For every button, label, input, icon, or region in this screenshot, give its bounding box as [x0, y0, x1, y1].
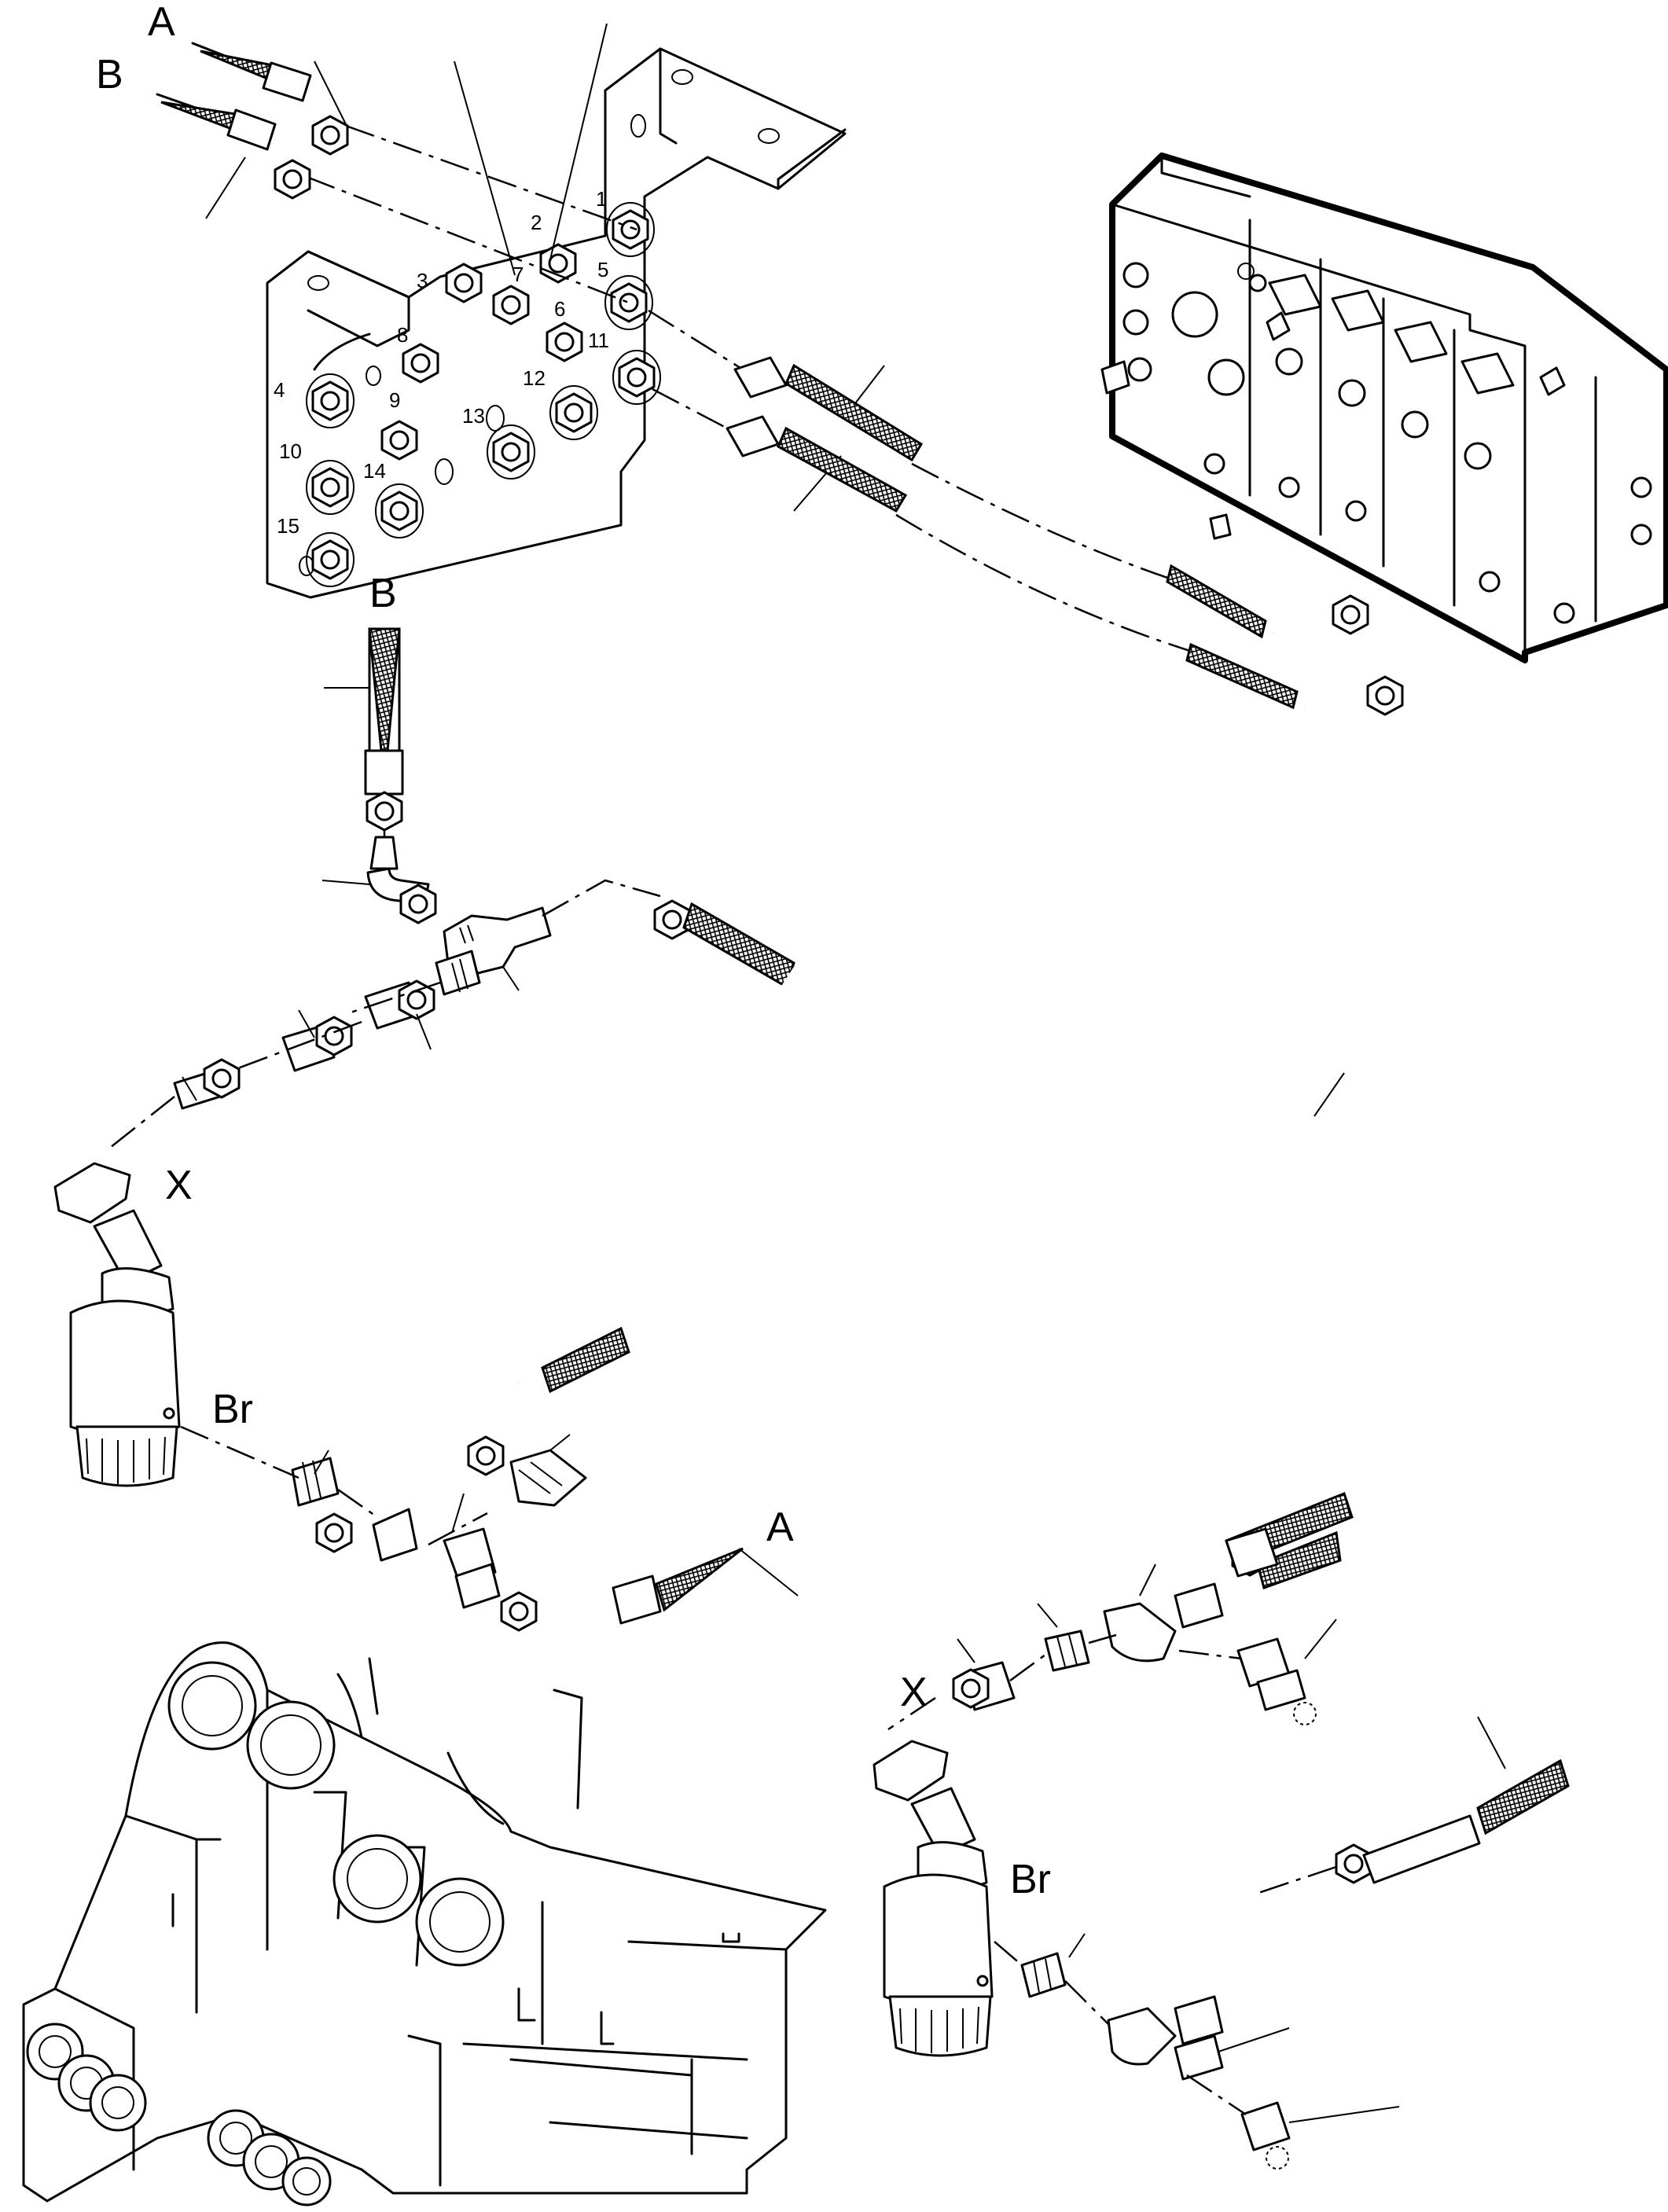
label-a-mid: A: [766, 1505, 794, 1550]
port-label-3: 3: [417, 269, 428, 292]
port-label-10: 10: [279, 439, 302, 463]
reference-labels: A B B X Br A X Br: [96, 0, 1051, 1902]
port-label-13: 13: [462, 404, 485, 428]
pressure-switch-right: [873, 1740, 994, 2057]
long-hose: [653, 899, 1586, 1597]
loader-frame: [22, 1641, 827, 2206]
label-b-top: B: [96, 52, 123, 97]
port-label-7: 7: [513, 263, 524, 286]
fittings-lower-left: [180, 1425, 799, 1647]
port-label-15: 15: [277, 514, 299, 538]
fittings-bottom-right: [994, 1933, 1400, 2170]
port-label-8: 8: [397, 323, 408, 347]
label-br-left: Br: [212, 1387, 253, 1432]
label-br-right: Br: [1010, 1857, 1051, 1902]
port-label-11: 11: [588, 329, 609, 352]
mounting-plate: [266, 47, 847, 599]
port-label-9: 9: [389, 388, 400, 412]
hoses-plate-to-valve: [648, 309, 1404, 742]
tee-fitting-upper: [109, 879, 661, 1148]
port-label-12: 12: [523, 366, 546, 390]
pressure-switch-left: [53, 1162, 181, 1487]
port-label-4: 4: [274, 378, 285, 402]
port-label-14: 14: [363, 459, 386, 483]
hose-b-vertical: [321, 627, 437, 924]
label-b-mid: B: [369, 571, 397, 616]
valve-block: [1100, 152, 1668, 663]
label-x-left: X: [165, 1163, 193, 1208]
port-label-1: 1: [596, 187, 607, 211]
long-hose-lower: [537, 1177, 1602, 1896]
label-a-top: A: [148, 0, 175, 45]
fittings-lower-right: [887, 1563, 1337, 1731]
port-number-labels: 1 2 3 4 5 6 7 8 9 10 11 12 13 14 15: [274, 187, 609, 538]
hose-to-lower-tee: [443, 1372, 1354, 1578]
hose-ends-a-b-top: [156, 42, 637, 304]
port-label-5: 5: [597, 258, 608, 281]
port-label-2: 2: [531, 211, 542, 234]
port-fittings: [306, 202, 661, 587]
port-label-6: 6: [554, 297, 565, 321]
label-x-right: X: [900, 1670, 928, 1715]
